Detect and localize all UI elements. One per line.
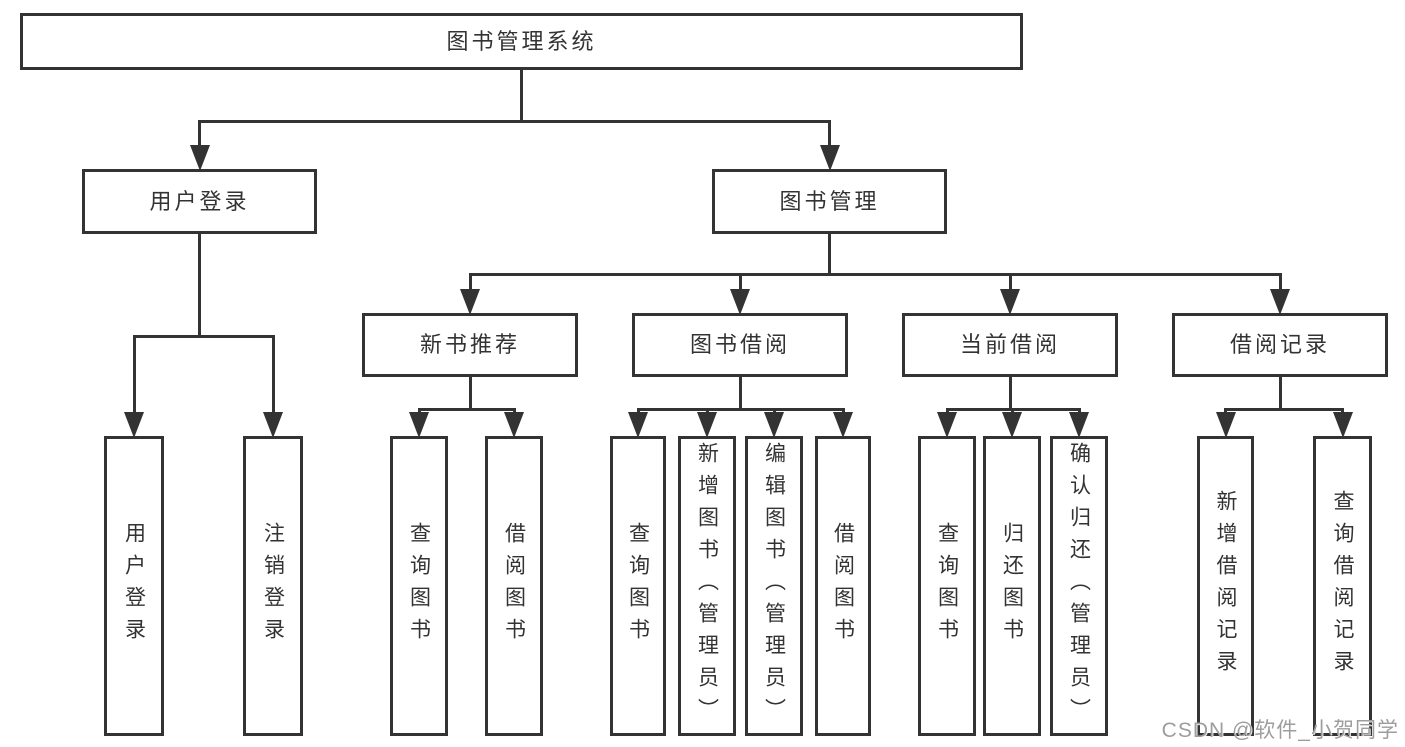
connector-drop-add-borrow-record <box>1224 408 1227 415</box>
watermark: CSDN @软件_小贺同学 <box>1161 719 1399 742</box>
connector-arrow-borrow-records <box>1270 289 1290 315</box>
node-label-login: 用户登录 <box>122 522 146 650</box>
connector-drop-borrow-book-2 <box>841 408 845 415</box>
node-root: 图书管理系统 <box>20 13 1023 70</box>
connector-stem-borrow-records <box>1278 377 1282 411</box>
node-borrow-records: 借阅记录 <box>1172 313 1388 377</box>
connector-bar-user-login <box>132 335 275 338</box>
node-confirm-return: 确认归还（管理员） <box>1050 436 1108 736</box>
node-label-user-login: 用户登录 <box>149 188 250 214</box>
connector-arrow-book-borrow <box>730 289 750 315</box>
connector-drop-borrow-records <box>1278 273 1282 292</box>
node-borrow-book-1: 借阅图书 <box>485 436 543 736</box>
node-login: 用户登录 <box>104 436 164 736</box>
node-edit-book: 编辑图书（管理员） <box>745 436 803 736</box>
node-query-borrow-record: 查询借阅记录 <box>1313 436 1372 736</box>
connector-bar-new-book-rec <box>417 408 516 411</box>
connector-drop-return-book <box>1010 408 1014 415</box>
connector-drop-query-book-2 <box>636 408 640 415</box>
connector-arrow-user-login <box>189 145 210 171</box>
connector-arrow-confirm-return <box>1069 412 1089 438</box>
connector-arrow-edit-book <box>764 412 784 438</box>
node-user-login: 用户登录 <box>82 169 317 234</box>
node-current-borrow: 当前借阅 <box>902 313 1118 377</box>
node-label-query-book-2: 查询图书 <box>626 522 650 650</box>
connector-arrow-query-book-3 <box>937 412 957 438</box>
connector-drop-confirm-return <box>1077 408 1081 415</box>
node-label-confirm-return: 确认归还（管理员） <box>1067 442 1091 730</box>
connector-stem-current-borrow <box>1008 377 1012 411</box>
connector-stem-root <box>520 70 523 123</box>
connector-arrow-query-book-2 <box>628 412 648 438</box>
connector-arrow-add-borrow-record <box>1215 412 1236 438</box>
node-label-logout: 注销登录 <box>261 522 285 650</box>
connector-arrow-current-borrow <box>1000 289 1020 315</box>
connector-drop-login <box>132 335 136 415</box>
connector-bar-borrow-records <box>1224 408 1344 411</box>
node-label-borrow-book-2: 借阅图书 <box>831 522 855 650</box>
connector-stem-user-login <box>198 234 201 338</box>
node-label-return-book: 归还图书 <box>1000 522 1024 650</box>
connector-stem-book-mgmt <box>828 234 831 276</box>
node-add-borrow-record: 新增借阅记录 <box>1197 436 1254 736</box>
node-label-root: 图书管理系统 <box>446 28 597 54</box>
node-label-add-book: 新增图书（管理员） <box>695 442 719 730</box>
connector-drop-logout <box>271 335 275 415</box>
connector-arrow-logout <box>263 412 283 438</box>
connector-stem-book-borrow <box>738 377 742 411</box>
connector-bar-book-borrow <box>636 408 845 411</box>
node-book-mgmt: 图书管理 <box>712 169 947 234</box>
node-label-query-borrow-record: 查询借阅记录 <box>1331 490 1354 682</box>
node-label-borrow-records: 借阅记录 <box>1229 332 1330 357</box>
connector-drop-book-mgmt <box>828 120 831 148</box>
node-label-edit-book: 编辑图书（管理员） <box>762 442 786 730</box>
connector-drop-book-borrow <box>738 273 742 292</box>
connector-arrow-borrow-book-2 <box>833 412 853 438</box>
node-label-query-book-3: 查询图书 <box>935 522 959 650</box>
node-label-new-book-rec: 新书推荐 <box>419 332 520 357</box>
node-label-add-borrow-record: 新增借阅记录 <box>1214 490 1237 682</box>
connector-drop-user-login <box>198 120 201 148</box>
connector-drop-borrow-book-1 <box>512 408 516 415</box>
node-label-current-borrow: 当前借阅 <box>959 332 1060 357</box>
node-label-query-book-1: 查询图书 <box>407 522 431 650</box>
node-label-borrow-book-1: 借阅图书 <box>502 522 526 650</box>
connector-arrow-book-mgmt <box>819 145 840 171</box>
connector-drop-edit-book <box>772 408 776 415</box>
connector-arrow-query-book-1 <box>409 412 429 438</box>
connector-arrow-login <box>124 412 144 438</box>
connector-arrow-query-borrow-record <box>1332 412 1353 438</box>
connector-arrow-add-book <box>697 412 717 438</box>
connector-arrow-return-book <box>1002 412 1022 438</box>
connector-drop-add-book <box>705 408 709 415</box>
node-logout: 注销登录 <box>243 436 303 736</box>
node-query-book-3: 查询图书 <box>918 436 976 736</box>
connector-arrow-borrow-book-1 <box>504 412 524 438</box>
node-label-book-borrow: 图书借阅 <box>689 332 790 357</box>
connector-arrow-new-book-rec <box>460 289 480 315</box>
connector-bar-root <box>198 120 831 123</box>
node-book-borrow: 图书借阅 <box>632 313 848 377</box>
connector-drop-new-book-rec <box>468 273 472 292</box>
node-new-book-rec: 新书推荐 <box>362 313 578 377</box>
connector-drop-current-borrow <box>1008 273 1012 292</box>
node-query-book-2: 查询图书 <box>610 436 666 736</box>
connector-drop-query-borrow-record <box>1341 408 1344 415</box>
connector-stem-new-book-rec <box>468 377 472 411</box>
connector-bar-book-mgmt <box>468 273 1282 276</box>
connector-drop-query-book-3 <box>945 408 949 415</box>
node-return-book: 归还图书 <box>983 436 1041 736</box>
node-label-book-mgmt: 图书管理 <box>779 188 880 214</box>
node-borrow-book-2: 借阅图书 <box>815 436 871 736</box>
node-add-book: 新增图书（管理员） <box>678 436 736 736</box>
node-query-book-1: 查询图书 <box>390 436 448 736</box>
connector-drop-query-book-1 <box>417 408 421 415</box>
